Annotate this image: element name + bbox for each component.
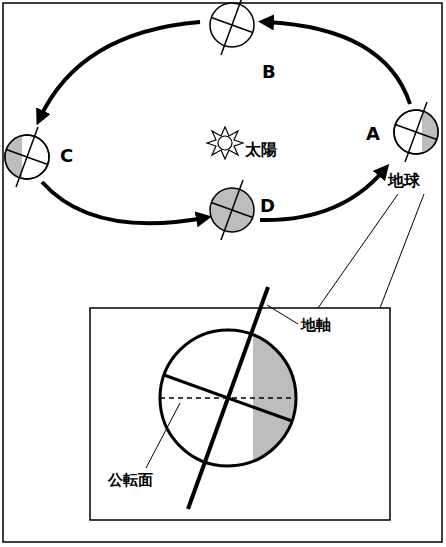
inset-frame	[90, 308, 390, 520]
label-text: 公転面	[108, 472, 153, 489]
earth-detail	[146, 287, 303, 509]
outer-frame	[3, 3, 442, 542]
sun-symbol	[207, 127, 243, 159]
label-text: 地軸	[301, 317, 331, 334]
label-text: A	[366, 124, 380, 144]
label-text: C	[60, 146, 73, 166]
earth-globe	[0, 127, 49, 187]
label-text: 太陽	[245, 141, 277, 159]
label-text: 地球	[388, 172, 420, 190]
earth-globe	[210, 180, 254, 240]
earth-globe	[394, 102, 444, 162]
label-text: D	[260, 196, 275, 216]
label-text: B	[262, 62, 276, 82]
zoom-lines	[318, 194, 424, 308]
earth-globe	[210, 0, 254, 55]
